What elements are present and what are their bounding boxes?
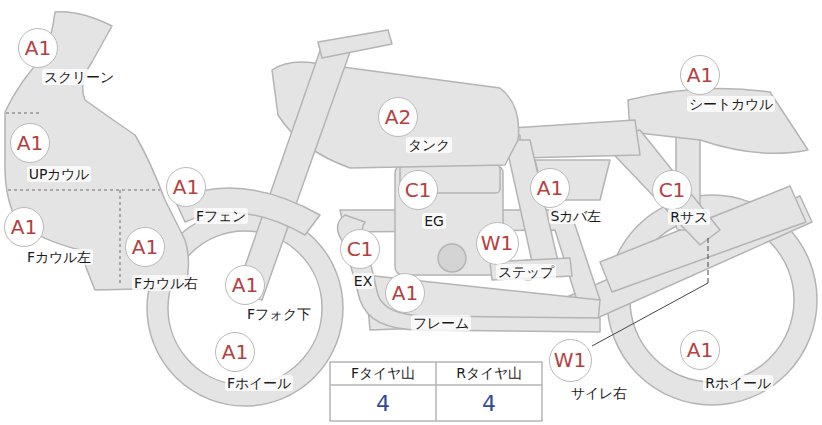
- callout-code: W1: [554, 350, 587, 370]
- callout-code: A1: [537, 178, 563, 198]
- tyre-depth-value: 4: [482, 392, 496, 416]
- part-name: Fホイール: [225, 375, 293, 391]
- table-header: Fタイヤ山: [351, 366, 415, 381]
- tyre-table: [330, 362, 542, 421]
- front-wheel-rim: [168, 231, 322, 385]
- callout-code: A1: [392, 283, 418, 303]
- damage-code-circle: A2タンク: [378, 97, 418, 137]
- part-name: Rサス: [668, 209, 710, 225]
- callout-code: A1: [687, 340, 713, 360]
- leader-line: [708, 238, 709, 283]
- part-name: Fカウル右: [132, 275, 200, 291]
- part-name: Fカウル左: [25, 249, 93, 265]
- part-name: サイレ右: [569, 385, 629, 401]
- damage-code-circle: W1ステップ: [476, 222, 519, 265]
- part-name: フレーム: [411, 315, 471, 331]
- damage-code-circle: A1Fフェン: [166, 167, 206, 207]
- callout-code: C1: [659, 180, 686, 200]
- table-header: Rタイヤ山: [456, 366, 522, 381]
- damage-code-circle: A1Rホイール: [680, 330, 720, 370]
- part-name: タンク: [406, 137, 452, 153]
- damage-code-circle: A1Fフォク下: [225, 265, 265, 305]
- tyre-depth-value: 4: [376, 392, 390, 416]
- damage-code-circle: C1Rサス: [652, 170, 692, 210]
- callout-code: A1: [17, 133, 43, 153]
- front-fork: [236, 45, 350, 300]
- cowl-partition: [6, 112, 42, 114]
- callout-code: A1: [687, 65, 713, 85]
- callout-code: A1: [173, 177, 199, 197]
- damage-code-circle: A1UPカウル: [10, 123, 50, 163]
- front-cowl: [5, 12, 189, 290]
- damage-code-circle: C1EX: [340, 229, 380, 269]
- damage-code-circle: A1Fカウル左: [4, 207, 44, 247]
- part-name: スクリーン: [42, 69, 116, 85]
- damage-code-circle: A1フレーム: [385, 273, 425, 313]
- damage-code-circle: A1Sカバ左: [530, 168, 570, 208]
- callout-code: C1: [405, 180, 432, 200]
- part-name: Fフェン: [194, 208, 248, 224]
- damage-code-circle: A1Fカウル右: [125, 227, 165, 267]
- part-name: EG: [422, 213, 446, 229]
- seat-cowl: [628, 88, 808, 153]
- part-name: Rホイール: [703, 375, 773, 391]
- part-name: シートカウル: [687, 96, 775, 112]
- callout-code: W1: [481, 233, 514, 253]
- part-name: UPカウル: [27, 166, 92, 182]
- cowl-partition: [8, 189, 160, 191]
- part-name: Fフォク下: [245, 306, 313, 322]
- damage-code-circle: A1スクリーン: [18, 28, 58, 68]
- table-rule: [435, 362, 437, 421]
- callout-code: A1: [232, 275, 258, 295]
- handlebar: [318, 30, 392, 58]
- callout-code: A2: [385, 107, 411, 127]
- side-cover: [535, 160, 610, 200]
- callout-code: C1: [347, 239, 374, 259]
- part-name: EX: [352, 273, 374, 289]
- engine-cover: [438, 244, 466, 272]
- callout-code: A1: [11, 217, 37, 237]
- callout-code: A1: [132, 237, 158, 257]
- cowl-partition: [119, 190, 121, 286]
- damage-code-circle: W1サイレ右: [549, 339, 592, 382]
- callout-code: A1: [222, 342, 248, 362]
- part-name: ステップ: [496, 264, 556, 280]
- damage-code-circle: A1シートカウル: [680, 55, 720, 95]
- damage-code-circle: A1Fホイール: [215, 332, 255, 372]
- damage-code-circle: C1EG: [398, 170, 438, 210]
- callout-code: A1: [25, 38, 51, 58]
- part-name: Sカバ左: [549, 208, 604, 224]
